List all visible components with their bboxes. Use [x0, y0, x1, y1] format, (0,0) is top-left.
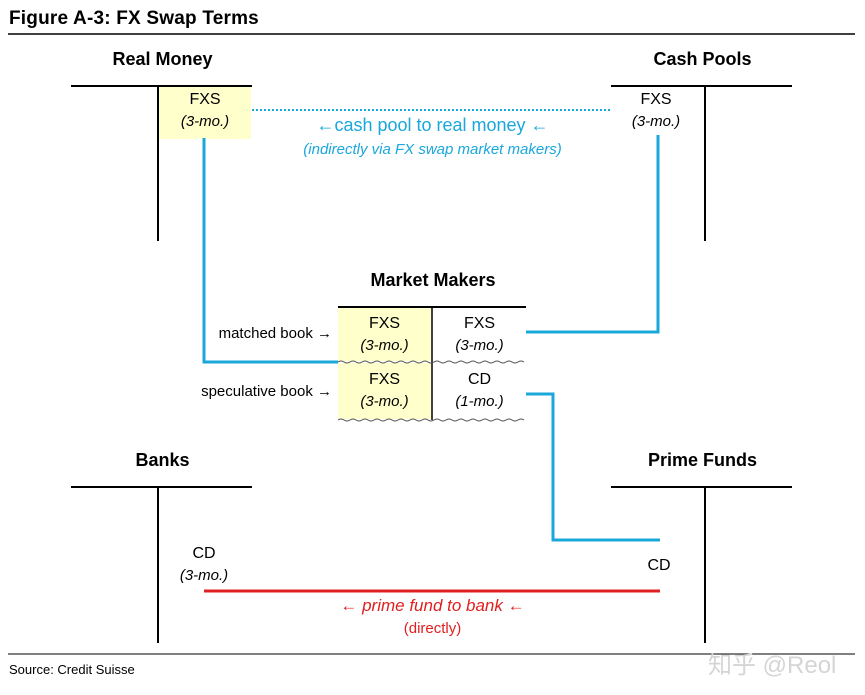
mm-spec-right-term: (1-mo.): [455, 393, 504, 410]
figure-title: Figure A-3: FX Swap Terms: [9, 8, 259, 29]
mm-mid-divider: [337, 360, 525, 364]
source-note: Source: Credit Suisse: [9, 662, 135, 677]
banks-cd-name: CD: [192, 545, 216, 562]
mm-matched-right-name: FXS: [463, 315, 496, 332]
market-makers-title: Market Makers: [370, 270, 496, 290]
mm-spec-left-name: FXS: [368, 371, 401, 388]
mm-to-prime-funds-line: [526, 392, 660, 542]
cash-pools-title: Cash Pools: [653, 49, 752, 69]
banks-cd: CD (3-mo.): [158, 543, 250, 587]
matched-book-label: matched book →: [218, 325, 332, 342]
mm-matched-right-term: (3-mo.): [455, 337, 504, 354]
mm-to-cash-pools-line: [526, 135, 660, 334]
mm-spec-right: CD (1-mo.): [433, 369, 526, 413]
real-money-fxs: FXS (3-mo.): [159, 89, 251, 133]
prime-funds-title: Prime Funds: [647, 450, 758, 470]
mm-spec-left: FXS (3-mo.): [338, 369, 431, 413]
prime-fund-flow-label: ← prime fund to bank ←: [340, 596, 525, 615]
cash-pools-fxs: FXS (3-mo.): [611, 89, 701, 133]
mm-spec-right-name: CD: [467, 371, 492, 388]
real-money-fxs-name: FXS: [189, 91, 221, 108]
cash-pool-flow-label: ←cash pool to real money ←: [316, 115, 549, 135]
prime-funds-cd: CD: [647, 557, 671, 574]
prime-fund-flow-note: (directly): [403, 620, 462, 637]
speculative-book-label: speculative book →: [201, 383, 332, 400]
mm-spec-left-highlight: [338, 363, 431, 419]
mm-matched-left-term: (3-mo.): [360, 337, 409, 354]
banks-title: Banks: [135, 450, 190, 470]
real-money-title: Real Money: [112, 49, 213, 69]
mm-matched-left: FXS (3-mo.): [338, 313, 431, 357]
cash-pools-fxs-name: FXS: [640, 91, 672, 108]
banks-cd-term: (3-mo.): [179, 567, 229, 584]
mm-matched-right: FXS (3-mo.): [433, 313, 526, 357]
watermark: 知乎 @Reol: [708, 652, 837, 679]
mm-bottom-divider: [337, 418, 525, 422]
mm-spec-left-term: (3-mo.): [360, 393, 409, 410]
real-money-fxs-highlight: [159, 87, 251, 139]
mm-matched-left-name: FXS: [368, 315, 401, 332]
real-money-fxs-term: (3-mo.): [180, 113, 230, 130]
cash-pools-fxs-term: (3-mo.): [631, 113, 681, 130]
real-money-to-mm-line: [202, 138, 338, 364]
cash-pool-flow-note: (indirectly via FX swap market makers): [303, 141, 562, 158]
mm-matched-left-highlight: [338, 308, 431, 361]
